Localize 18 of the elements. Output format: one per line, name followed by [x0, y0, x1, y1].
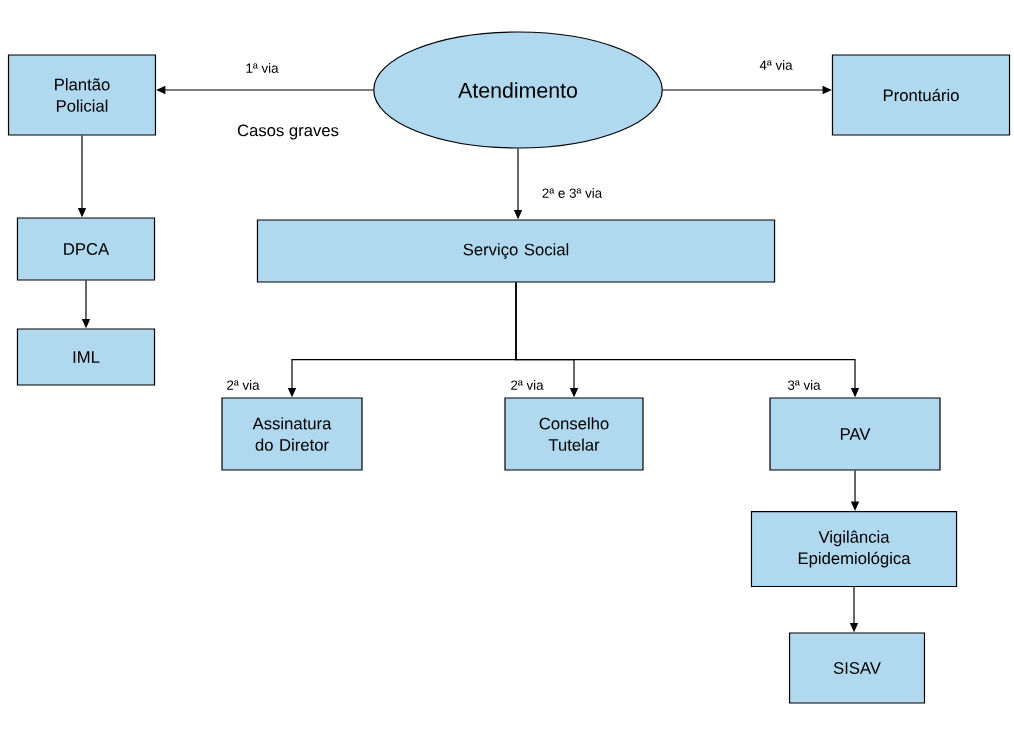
process-box: Conselho Tutelar [504, 397, 644, 471]
edge-label: 2ª via [509, 378, 545, 392]
edge-label: 4ª via [758, 58, 794, 72]
edge-label: 2ª e 3ª via [540, 186, 604, 200]
note-label: Casos graves [237, 124, 339, 140]
process-box: Vigilância Epidemiológica [750, 510, 958, 588]
process-box: SISAV [788, 632, 926, 704]
edge-label: 2ª via [225, 378, 261, 392]
process-box: Plantão Policial [7, 54, 157, 136]
process-box: DPCA [16, 217, 156, 281]
edge-label: 3ª via [786, 378, 822, 392]
ellipse-node: Atendimento [373, 31, 663, 149]
process-box: IML [16, 328, 156, 386]
edge-label: 1ª via [244, 61, 280, 75]
process-box: PAV [769, 397, 941, 471]
process-box: Assinatura do Diretor [221, 397, 363, 471]
process-box: Prontuário [831, 54, 1011, 136]
process-box: Serviço Social [256, 219, 776, 283]
